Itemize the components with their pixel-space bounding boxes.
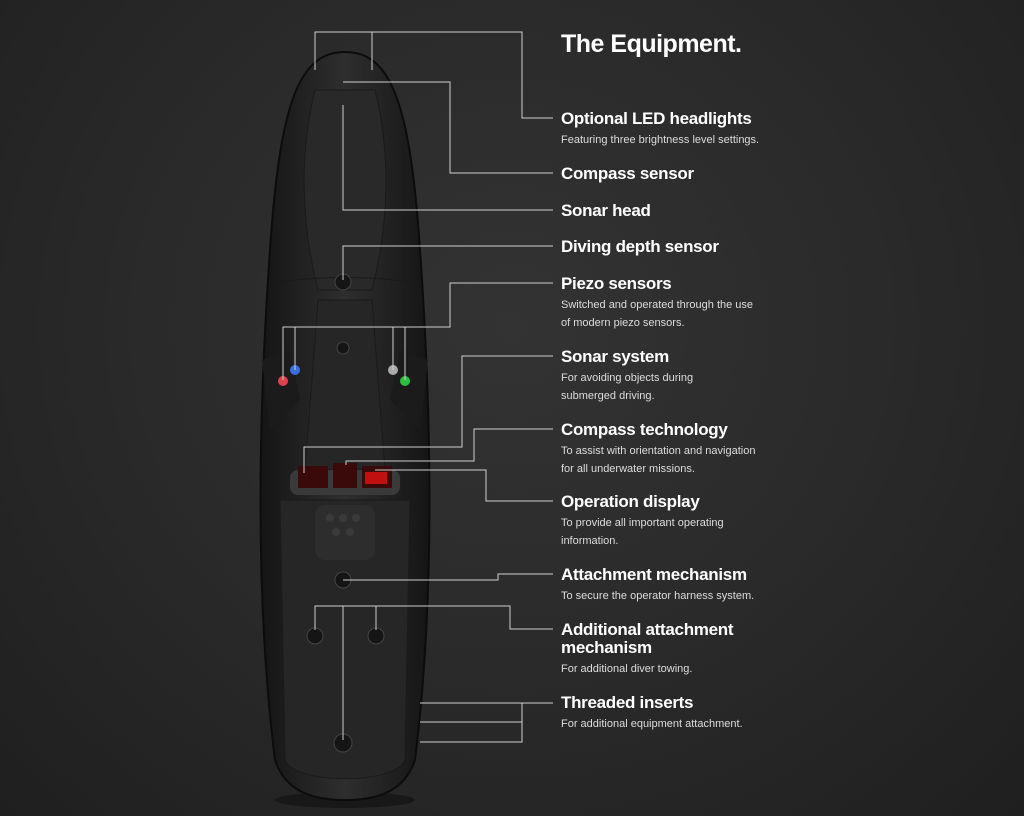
callout-diving-depth-sensor: Diving depth sensor [561, 238, 781, 256]
callout-attachment-mechanism: Attachment mechanism To secure the operat… [561, 566, 781, 605]
callout-title: Optional LED headlights [561, 109, 752, 128]
callout-desc: For additional equipment attachment. [561, 718, 743, 730]
callout-compass-technology: Compass technology To assist with orienta… [561, 421, 761, 478]
callout-title: Operation display [561, 492, 700, 511]
callout-desc: Featuring three brightness level setting… [561, 134, 760, 146]
callout-sonar-head: Sonar head [561, 202, 781, 220]
callout-desc: To assist with orientation and navigatio… [561, 445, 756, 475]
callout-title: Sonar head [561, 201, 651, 220]
callout-operation-display: Operation display To provide all importan… [561, 493, 736, 550]
callout-title: Sonar system [561, 347, 669, 366]
callout-desc: For avoiding objects during submerged dr… [561, 372, 694, 402]
callout-compass-sensor: Compass sensor [561, 165, 781, 183]
callout-title: Additional attachment mechanism [561, 620, 734, 657]
callout-title: Diving depth sensor [561, 237, 719, 256]
callout-desc: To secure the operator harness system. [561, 590, 755, 602]
callout-lines [282, 31, 553, 743]
callout-desc: Switched and operated through the use of… [561, 299, 754, 329]
callout-title: Threaded inserts [561, 693, 694, 712]
page-title: The Equipment. [561, 30, 742, 58]
piezo-green-icon [400, 376, 410, 386]
callout-desc: For additional diver towing. [561, 663, 693, 675]
piezo-red-icon [278, 376, 288, 386]
callout-title: Compass sensor [561, 164, 694, 183]
callout-title: Attachment mechanism [561, 565, 747, 584]
operation-display-icon [365, 472, 387, 484]
callout-title: Piezo sensors [561, 274, 672, 293]
callout-title: Compass technology [561, 420, 728, 439]
callout-desc: To provide all important operating infor… [561, 517, 724, 547]
